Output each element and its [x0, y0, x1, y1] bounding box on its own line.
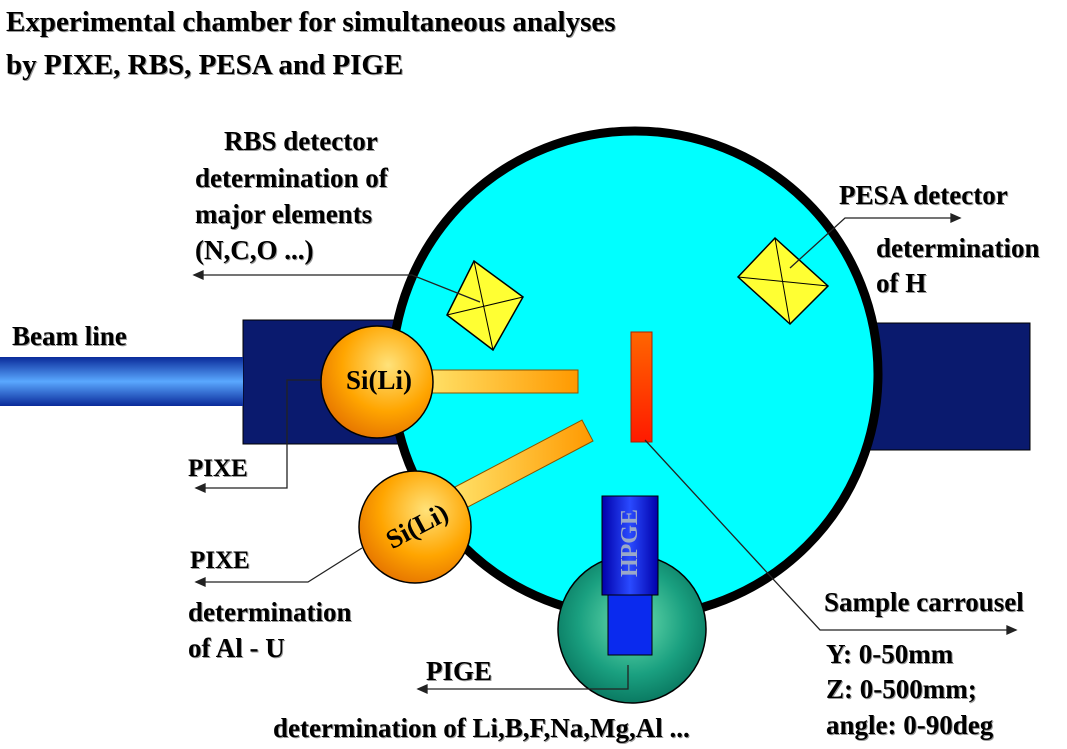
- pixe-lower-leader-line: [196, 547, 363, 583]
- rbs-detector-title: RBS detector: [224, 126, 378, 156]
- y-range: Y: 0-50mm: [826, 639, 954, 669]
- lower-sili-detector: [358, 470, 472, 584]
- upper-sili-label: Si(Li): [345, 365, 412, 395]
- pesa-desc-line1: determination: [876, 233, 1040, 263]
- beam-line-label: Beam line: [12, 321, 127, 351]
- pesa-detector-title: PESA detector: [839, 180, 1008, 210]
- angle-range: angle: 0-90deg: [826, 710, 994, 740]
- pixe-upper-leader-arrow: [194, 482, 206, 494]
- pixe-lower-label: PIXE: [190, 547, 250, 574]
- pesa-leader-arrow: [950, 212, 962, 224]
- z-range: Z: 0-500mm;: [826, 674, 977, 704]
- pige-leader-arrow: [416, 683, 428, 695]
- rbs-desc-line1: determination of: [195, 163, 388, 193]
- pixe-upper-label: PIXE: [188, 455, 248, 482]
- hpge-label: HPGE: [617, 509, 643, 578]
- pixe-desc-line1: determination: [188, 597, 352, 627]
- pige-leader-line: [418, 665, 629, 690]
- rbs-leader-arrow: [192, 269, 204, 281]
- sample-leader-line: [644, 439, 1016, 631]
- sample-carrousel-holder: [630, 331, 653, 443]
- rbs-detector: [446, 259, 524, 352]
- hpge-crystal: [607, 594, 653, 656]
- page-title-line2: by PIXE, RBS, PESA and PIGE: [6, 49, 404, 81]
- pixe-lower-leader-arrow: [194, 576, 206, 588]
- upper-sili-detector: [320, 325, 434, 439]
- pesa-leader-line: [789, 217, 960, 269]
- rbs-leader-line: [194, 274, 481, 303]
- pige-label: PIGE: [426, 656, 493, 686]
- pesa-desc-line2: of H: [876, 268, 927, 298]
- rbs-desc-line2: major elements: [195, 199, 373, 229]
- pixe-upper-leader-line: [196, 379, 320, 489]
- upper-detector-tube: [429, 369, 579, 394]
- rbs-desc-line3: (N,C,O ...): [195, 235, 314, 265]
- sample-carrousel-label: Sample carrousel: [824, 587, 1024, 617]
- sample-leader-arrow: [1006, 624, 1018, 636]
- pige-desc: determination of Li,B,F,Na,Mg,Al ...: [273, 713, 690, 743]
- page-title-line1: Experimental chamber for simultaneous an…: [6, 6, 616, 38]
- beam-line: [0, 357, 243, 406]
- pixe-desc-line2: of Al - U: [188, 633, 285, 663]
- pesa-detector: [736, 236, 830, 326]
- hpge-body: [601, 495, 659, 596]
